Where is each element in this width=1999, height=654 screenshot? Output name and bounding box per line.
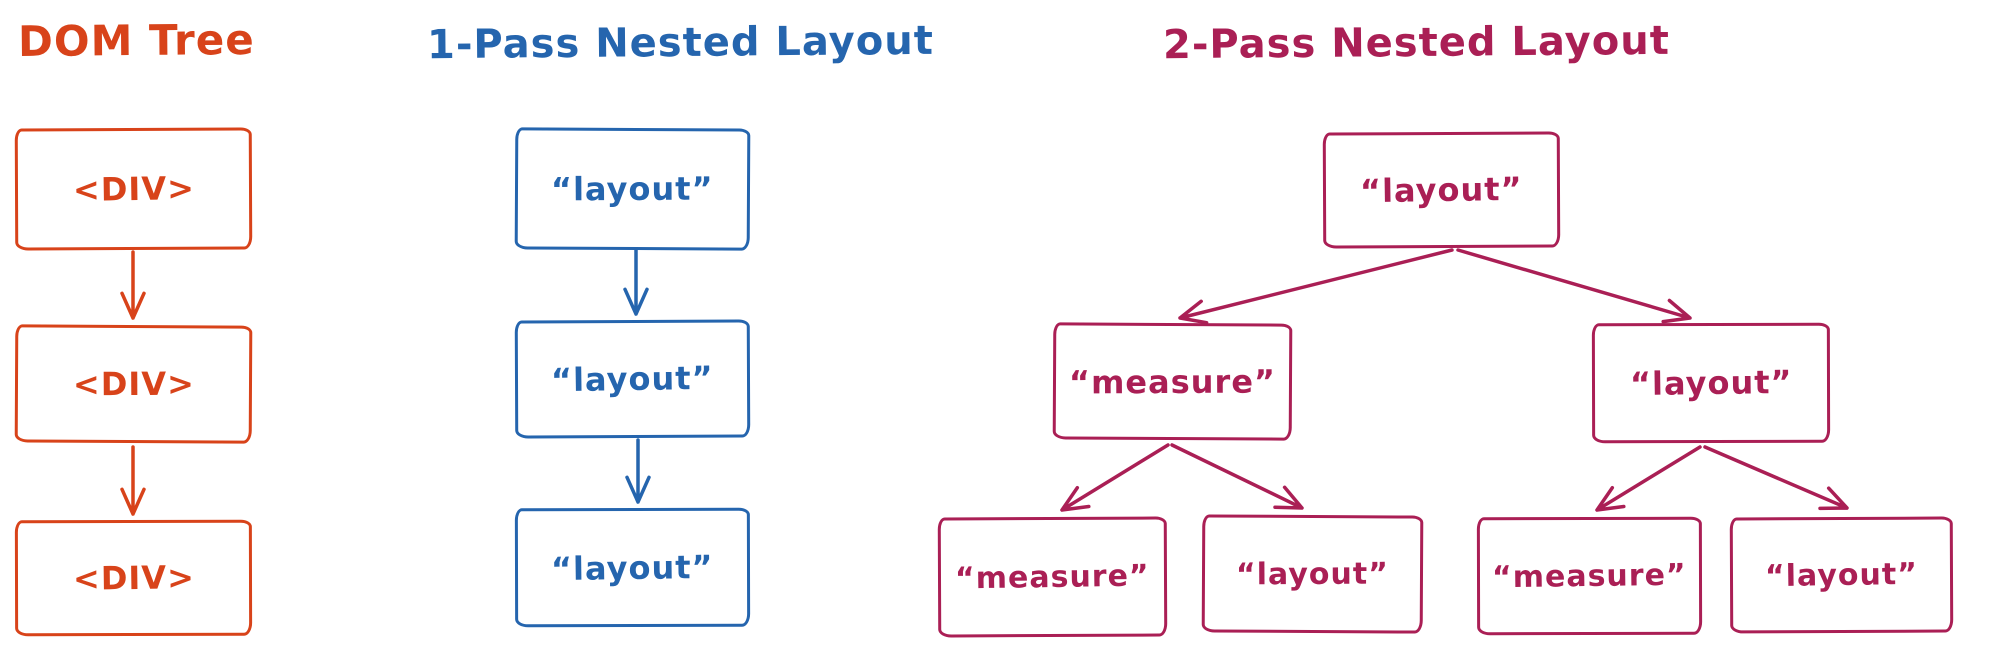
one-pass-node-2-label: “layout” [550,358,715,400]
two-pass-measure-node: “measure” [1052,322,1293,441]
one-pass-node-3-label: “layout” [550,547,715,588]
two-pass-leaf-measure-1: “measure” [937,516,1168,638]
two-pass-title: 2-Pass Nested Layout [1162,17,1671,69]
dom-tree-node-1: <DIV> [14,127,253,251]
dom-tree-title: DOM Tree [17,14,255,67]
two-pass-leaf-layout-1-label: “layout” [1235,556,1390,592]
arrow-onepass-1-2 [623,248,649,316]
two-pass-leaf-measure-2: “measure” [1476,516,1703,636]
two-pass-leaf-layout-1: “layout” [1201,514,1424,634]
arrow-twopass-measure-child1 [1060,443,1170,512]
one-pass-node-2: “layout” [514,319,751,439]
two-pass-root-node: “layout” [1322,131,1561,249]
dom-tree-node-2: <DIV> [14,324,253,444]
arrow-twopass-measure-child2 [1170,443,1304,510]
dom-tree-node-3-label: <DIV> [72,558,195,598]
dom-tree-node-3: <DIV> [14,519,253,637]
two-pass-leaf-layout-2: “layout” [1729,516,1954,634]
dom-tree-node-2-label: <DIV> [72,364,195,404]
two-pass-leaf-measure-1-label: “measure” [954,558,1151,596]
two-pass-measure-label: “measure” [1068,361,1277,402]
arrow-dom-2-3 [120,445,146,516]
arrow-twopass-layout-child2 [1703,445,1849,511]
one-pass-title: 1-Pass Nested Layout [426,17,935,69]
dom-tree-node-1-label: <DIV> [72,169,195,209]
one-pass-node-3: “layout” [514,507,751,628]
two-pass-leaf-layout-2-label: “layout” [1764,556,1919,594]
two-pass-layout-node: “layout” [1591,322,1831,444]
two-pass-root-label: “layout” [1359,169,1524,211]
arrow-dom-1-2 [120,250,146,320]
two-pass-leaf-measure-2-label: “measure” [1491,557,1688,595]
arrow-twopass-layout-child1 [1595,445,1702,512]
one-pass-node-1-label: “layout” [551,169,714,209]
two-pass-layout-label: “layout” [1629,362,1793,404]
arrow-twopass-root-measure [1178,248,1454,325]
arrow-twopass-root-layout [1456,248,1692,324]
one-pass-node-1: “layout” [514,127,751,251]
arrow-onepass-2-3 [625,438,651,504]
